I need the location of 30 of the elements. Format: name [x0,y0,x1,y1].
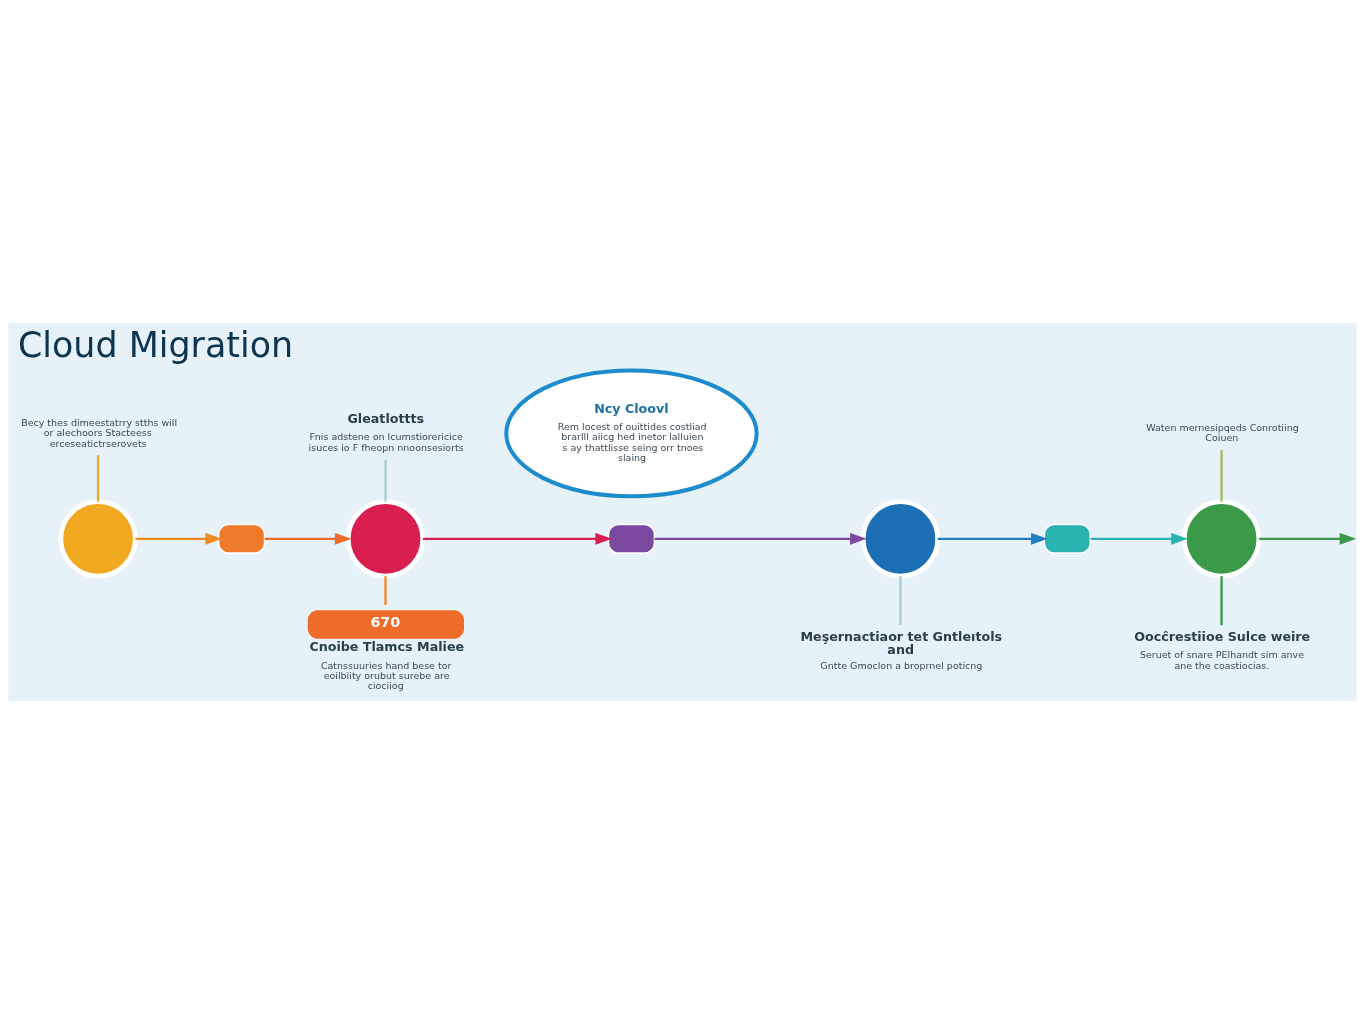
arrow [135,533,223,545]
node-label: Catnssuuries hand bese tor eoilbiity orubut surebe are ciociiog [320,659,452,692]
node-text: Oocĉrestiioe Sulce weire Seruet of snare PElhandt sim anve ane the coastiocias. [1134,628,1311,671]
node-text: Gleatlottts Fnis adstene on lcumstiorericice isuces io F fheopn nnoonsesiorts [308,410,464,453]
arrow [1259,533,1357,545]
node-circle [345,499,426,579]
arrow [937,533,1048,545]
node-box [217,523,266,554]
connector [384,576,387,606]
node-box [607,523,656,554]
arrow [654,533,867,545]
diagram-title: Cloud Migration [17,325,294,366]
node-circle [1181,499,1262,579]
connector [899,576,902,625]
node-ellipse: Ncy Cloovl Rem locest of ouittides costliad brarlll aiicg hed inetor lalluien s ay thattlisse seing orr tnoes slaing [504,368,759,499]
node-text: Waten mernesipqeds Conrotiing Coiuen [1146,421,1299,443]
node-box [1043,523,1092,554]
arrow [264,533,352,545]
node-label: Cnoibe Tlamcs Maliee [309,639,465,655]
node-circle [860,499,941,579]
connector [1220,450,1223,502]
node-text: Becy thes dimeestatrry stths will or alechoors Stacteess erceseatictrserovets [21,416,178,449]
node-box: 670 [307,610,464,639]
arrow [422,533,613,545]
node-circle [58,499,138,579]
node-text: Meşernactiaor tet Gntleıtols and Gntte Gmoclon a broprnel poticng [800,628,1003,672]
connector [1220,576,1223,626]
connector [384,459,387,502]
connector [96,455,100,502]
arrow [1090,533,1188,545]
